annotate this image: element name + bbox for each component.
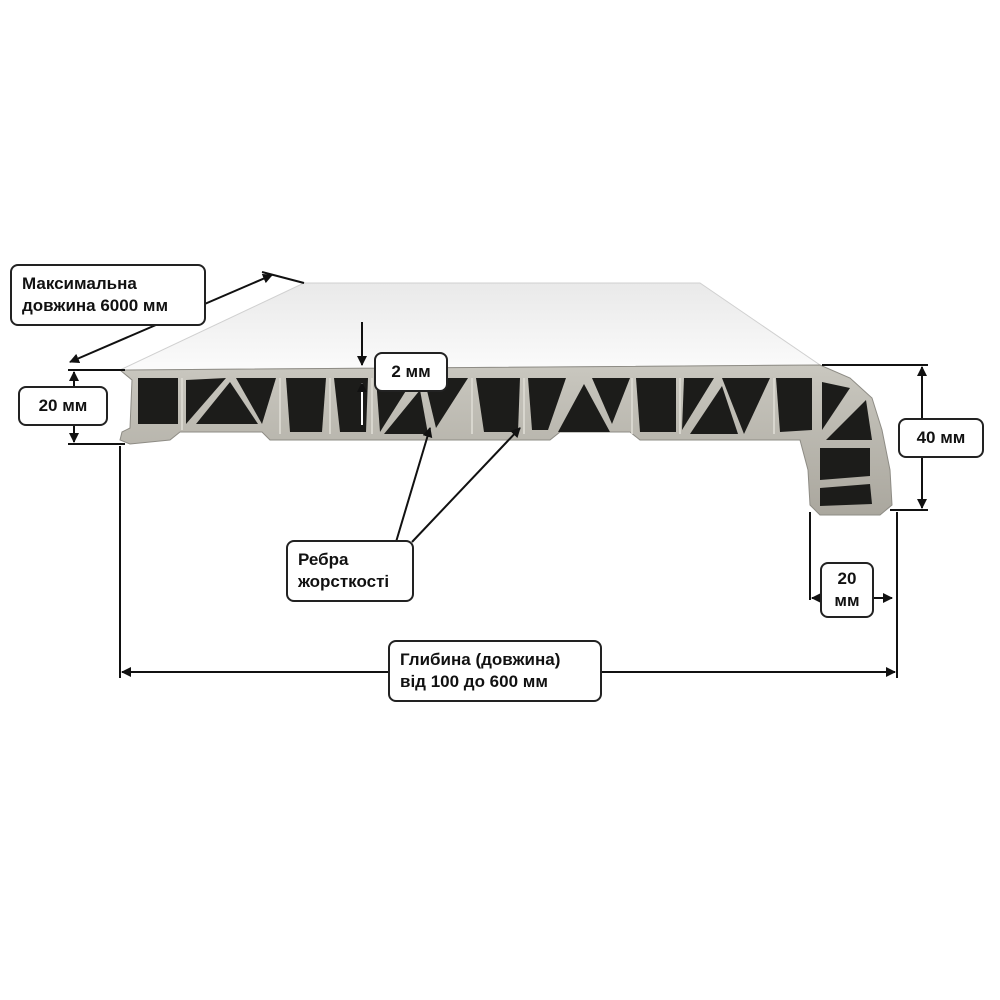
ribs-line2: жорсткості: [298, 572, 390, 591]
height-40-label: 40 мм: [898, 418, 984, 458]
height-20-label: 20 мм: [18, 386, 108, 426]
nose-20-label: 20 мм: [820, 562, 874, 618]
nose-20-line2: мм: [834, 591, 860, 610]
max-length-line2: довжина 6000 мм: [22, 296, 169, 315]
wall-2-label: 2 мм: [374, 352, 448, 392]
ribs-leader-1: [395, 427, 433, 543]
max-length-label: Максимальна довжина 6000 мм: [10, 264, 206, 326]
depth-line2: від 100 до 600 мм: [400, 672, 548, 691]
depth-label: Глибина (довжина) від 100 до 600 мм: [388, 640, 602, 702]
ribs-line1: Ребра: [298, 549, 349, 569]
max-length-line1: Максимальна: [22, 273, 137, 293]
ribs-label: Ребра жорсткості: [286, 540, 414, 602]
depth-line1: Глибина (довжина): [400, 649, 561, 669]
ribs-leader-2: [411, 427, 521, 543]
wall-2-text: 2 мм: [391, 361, 431, 381]
nose-20-line1: 20: [837, 568, 857, 588]
rib-highlights: [181, 378, 775, 434]
height-20-text: 20 мм: [38, 395, 88, 415]
height-40-text: 40 мм: [916, 427, 966, 447]
